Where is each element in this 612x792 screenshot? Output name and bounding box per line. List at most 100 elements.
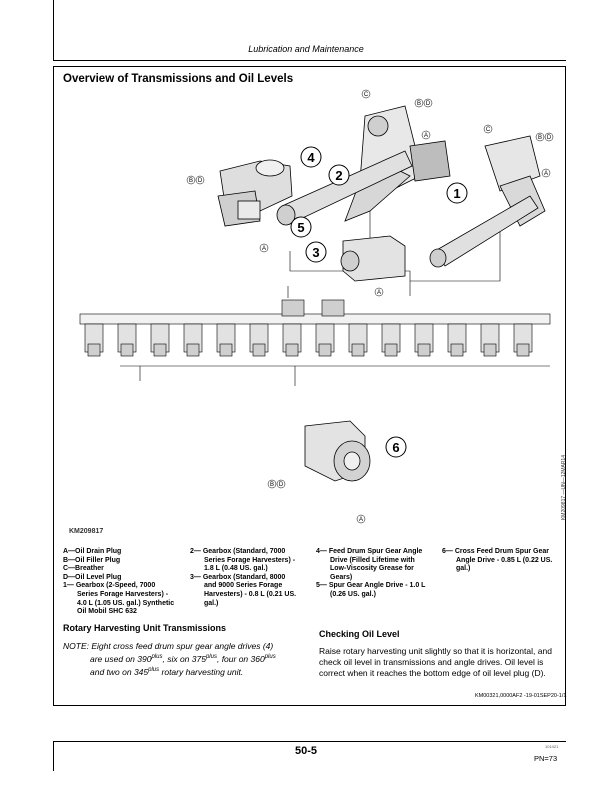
- legend-line: 3— Gearbox (Standard, 8000: [190, 573, 286, 581]
- tag-d-2: D: [423, 98, 433, 108]
- legend-line: (0.26 US. gal.): [330, 590, 376, 598]
- gearbox-4-5: [217, 159, 293, 227]
- legend-line: Gears): [330, 573, 353, 581]
- feed-drum-row: [79, 299, 551, 357]
- footer-code: 101421: [545, 744, 559, 749]
- doc-reference: KM00321,0000AF2 -19-01SEP20-1/1: [475, 693, 567, 699]
- legend-line: Series Forage Harvesters) -: [77, 590, 169, 598]
- legend-col-1: A—Oil Drain Plug B—Oil Filler Plug C—Bre…: [63, 548, 188, 617]
- note-sup: plus: [205, 654, 217, 660]
- legend-col-2: 2— Gearbox (Standard, 7000 Series Forage…: [190, 548, 315, 608]
- svg-text:D: D: [198, 178, 203, 184]
- legend-line: 4.0 L (1.05 US. gal.) Synthetic: [77, 599, 175, 607]
- legend-line: A—Oil Drain Plug: [63, 548, 122, 555]
- callout-2: 2: [328, 164, 350, 186]
- legend-line: gal.): [456, 565, 471, 573]
- svg-text:A: A: [262, 246, 266, 252]
- callout-2-label: 2: [335, 168, 342, 183]
- tag-d-4: D: [195, 175, 205, 185]
- legend-col-4: 6— Cross Feed Drum Spur Gear Angle Drive…: [442, 548, 564, 574]
- legend-line: gal.): [204, 599, 219, 607]
- margin-rule-top: [53, 0, 54, 60]
- svg-text:A: A: [377, 290, 381, 296]
- note-sup: plus: [151, 654, 163, 660]
- note-text: rotary harvesting unit.: [159, 666, 244, 677]
- legend-line: B—Oil Filler Plug: [63, 556, 121, 564]
- tag-b-2: B: [414, 98, 424, 108]
- legend-line: Angle Drive - 0.85 L (0.22 US.: [456, 556, 553, 564]
- note-text: , four on 360: [216, 653, 265, 664]
- note-sup: plus: [264, 654, 276, 660]
- running-header: Lubrication and Maintenance: [248, 44, 364, 54]
- svg-text:D: D: [547, 135, 552, 141]
- callout-4: 4: [300, 146, 322, 168]
- callout-4-label: 4: [307, 150, 315, 165]
- footer-rule: [53, 741, 566, 742]
- transmission-diagram: 1 2 3 4 5 6 C B D A C B D A B D A A B D …: [79, 89, 554, 524]
- legend-line: and 9000 Series Forage: [204, 582, 283, 590]
- legend-line: 5— Spur Gear Angle Drive - 1.0 L: [316, 582, 426, 590]
- note-line: NOTE: Eight cross feed drum spur gear an…: [63, 641, 274, 651]
- legend-col-3: 4— Feed Drum Spur Gear Angle Drive (Fill…: [316, 548, 441, 600]
- content-frame: [53, 66, 566, 706]
- callout-3: 3: [305, 241, 327, 263]
- legend-line: Harvesters) - 0.8 L (0.21 US.: [204, 590, 297, 598]
- legend-line: C—Breather: [63, 565, 104, 573]
- svg-text:B: B: [189, 178, 193, 184]
- svg-text:A: A: [544, 171, 548, 177]
- legend-line: 6— Cross Feed Drum Spur Gear: [442, 548, 549, 555]
- svg-text:C: C: [364, 92, 369, 98]
- tag-b-6: B: [267, 479, 277, 489]
- legend-line: 1— Gearbox (2-Speed, 7000: [63, 582, 156, 590]
- gearbox-1: [429, 135, 546, 268]
- note-text: and two on 345: [90, 666, 149, 677]
- section-title: Overview of Transmissions and Oil Levels: [63, 73, 294, 85]
- tag-a-3: A: [374, 287, 384, 297]
- footer-margin-rule: [53, 741, 54, 771]
- legend-line: Oil Mobil SHC 632: [77, 608, 137, 616]
- note-sup: plus: [148, 666, 160, 673]
- svg-text:D: D: [426, 101, 431, 107]
- tag-b-1: B: [535, 132, 545, 142]
- legend-line: 2— Gearbox (Standard, 7000: [190, 548, 286, 555]
- checking-heading: Checking Oil Level: [319, 629, 400, 639]
- legend-line: 4— Feed Drum Spur Gear Angle: [316, 548, 423, 555]
- legend-line: Drive (Filled Lifetime with: [330, 556, 415, 564]
- figure-ref-vertical: KM209817 —UN—12MAR14: [561, 455, 567, 521]
- figure-id: KM209817: [69, 528, 104, 535]
- callout-3-label: 3: [312, 245, 319, 260]
- note-line: and two on 345plus rotary harvesting uni…: [63, 665, 293, 678]
- callout-1-label: 1: [453, 186, 460, 201]
- legend-line: Series Forage Harvesters) -: [204, 556, 296, 564]
- pn-number: PN=73: [534, 754, 558, 763]
- tag-a-2: A: [421, 130, 431, 140]
- tag-a-1: A: [541, 168, 551, 178]
- gearbox-2: [276, 105, 451, 226]
- svg-text:D: D: [279, 482, 284, 488]
- gearbox-6: [304, 420, 371, 482]
- svg-text:B: B: [270, 482, 274, 488]
- svg-text:C: C: [486, 127, 491, 133]
- tag-a-6: A: [356, 514, 366, 524]
- callout-5-label: 5: [297, 220, 304, 235]
- svg-text:A: A: [359, 517, 363, 523]
- page-number: 50-5: [294, 745, 318, 757]
- callout-5: 5: [290, 216, 312, 238]
- note-text: , six on 375: [162, 653, 206, 664]
- note-text: are used on 390: [90, 653, 152, 664]
- tag-d-6: D: [276, 479, 286, 489]
- legend-line: D—Oil Level Plug: [63, 573, 122, 581]
- svg-text:B: B: [538, 135, 542, 141]
- tag-c-2: C: [361, 89, 371, 99]
- tag-c-1: C: [483, 124, 493, 134]
- legend-line: 1.8 L (0.48 US. gal.): [204, 565, 268, 573]
- legend-line: Low-Viscosity Grease for: [330, 565, 414, 573]
- callout-1: 1: [446, 182, 468, 204]
- svg-text:B: B: [417, 101, 421, 107]
- callout-6: 6: [385, 436, 407, 458]
- gearbox-3: [340, 235, 406, 282]
- svg-text:A: A: [424, 133, 428, 139]
- rotary-note: NOTE: Eight cross feed drum spur gear an…: [63, 641, 293, 678]
- header-rule: [53, 60, 566, 61]
- rotary-heading: Rotary Harvesting Unit Transmissions: [63, 623, 227, 633]
